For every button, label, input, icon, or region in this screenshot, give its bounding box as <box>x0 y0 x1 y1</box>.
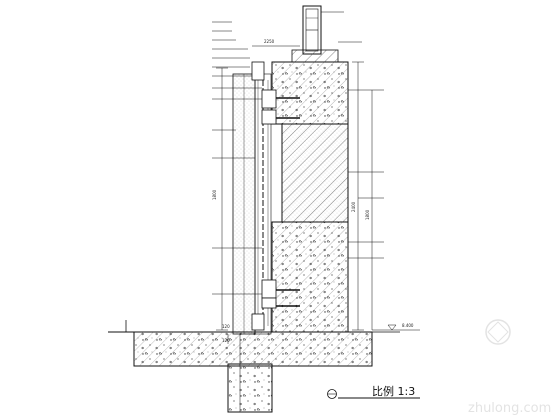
upper-anchor <box>251 61 300 125</box>
drawing-title: 比例 1:3 <box>327 384 420 399</box>
dim-right-1: 2400 <box>351 201 356 212</box>
lower-slab <box>271 221 349 333</box>
floor-slab <box>108 320 400 413</box>
watermark-text: zhulong.com <box>468 401 551 416</box>
dim-top: 2250 <box>264 39 275 44</box>
wall-column <box>281 123 349 223</box>
watermark: zhulong.com <box>468 319 551 416</box>
dimension-lines <box>216 45 386 412</box>
dim-right-2: 1800 <box>365 209 370 220</box>
top-slab <box>271 61 349 125</box>
elevation-value: 8.400 <box>402 323 414 328</box>
dim-left: 1800 <box>212 189 217 200</box>
dim-bottom-1: 120 <box>222 324 230 329</box>
elevation-marker: 8.400 <box>386 323 420 331</box>
lower-anchor <box>251 279 300 331</box>
scale-label: 比例 1:3 <box>372 384 415 398</box>
top-window-frame <box>291 5 339 63</box>
right-callouts <box>321 11 384 259</box>
left-callouts <box>212 21 262 295</box>
dim-bottom-2: 120 <box>222 338 230 343</box>
